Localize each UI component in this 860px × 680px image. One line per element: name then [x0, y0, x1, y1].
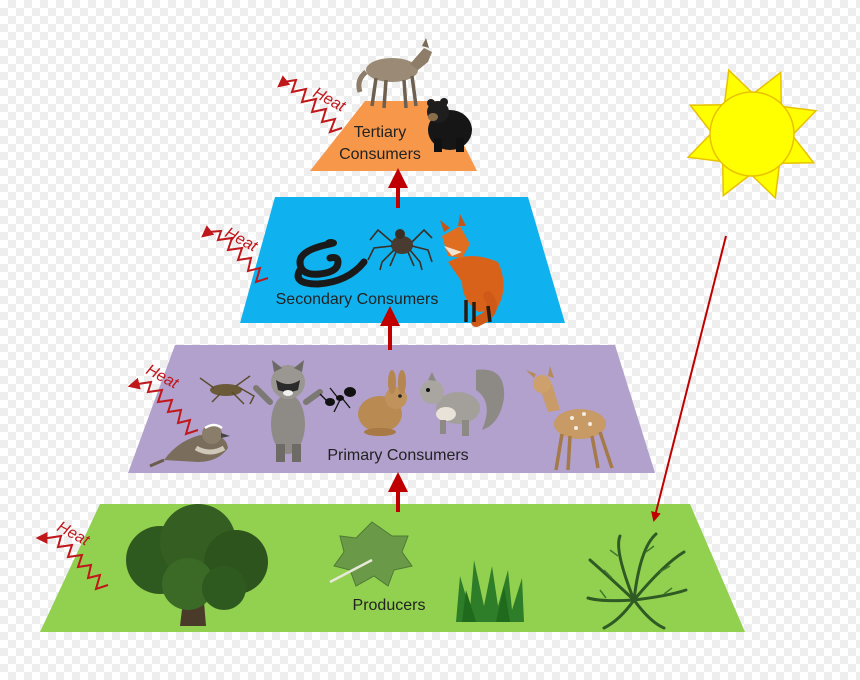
cricket-icon: [199, 375, 255, 405]
snake-icon: [294, 239, 368, 288]
sparrow-icon: [149, 423, 230, 468]
deer-icon: [526, 366, 614, 471]
fox-icon: [440, 214, 504, 327]
raccoon-icon: [253, 360, 323, 462]
primary-consumers-label: Primary Consumers: [327, 447, 468, 464]
coyote-icon: [356, 38, 432, 109]
fern-icon: [586, 532, 688, 630]
sun-icon: [686, 68, 818, 200]
rabbit-icon: [358, 370, 407, 436]
ant-icon: [319, 387, 356, 413]
heat-arrow-tertiary: Heat: [277, 75, 348, 134]
tertiary-label-line1: Tertiary: [354, 124, 406, 141]
spider-icon: [367, 228, 433, 271]
leaf-icon: [329, 521, 413, 587]
secondary-consumers-label: Secondary Consumers: [276, 291, 439, 308]
producers-label: Producers: [353, 597, 426, 614]
squirrel-icon: [420, 369, 505, 436]
tree-icon: [126, 504, 268, 626]
bear-icon: [427, 98, 472, 152]
grass-icon: [456, 560, 524, 622]
tertiary-label-line2: Consumers: [339, 146, 421, 163]
sunlight-arrow: [651, 235, 727, 522]
heat-arrow-secondary: Heat: [201, 225, 269, 284]
